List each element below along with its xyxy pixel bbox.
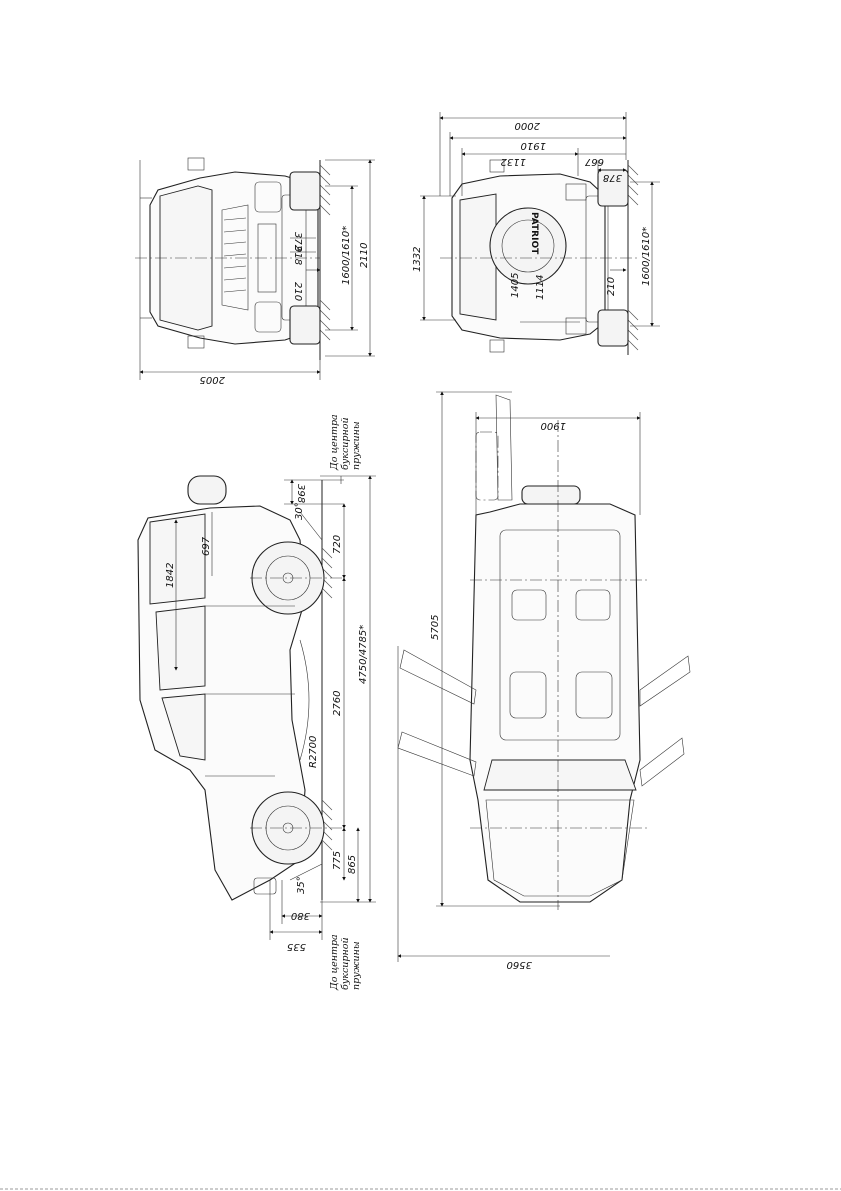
note-tow-spring-bottom: До центра буксирной пружины	[329, 934, 362, 991]
top-windshield	[484, 760, 636, 790]
dim-rear-1910: 1910	[521, 140, 546, 151]
dim-rear-2000: 2000	[515, 120, 540, 131]
dim-rear-track-1600: 1600/1610*	[641, 227, 652, 286]
rear-badge: PATRIOT	[529, 212, 539, 255]
dim-top-1900: 1900	[541, 420, 566, 431]
front-view: 2005 2110 1600/1610* 372 918 210	[135, 158, 375, 385]
top-spare-wheel	[522, 486, 580, 504]
front-tyre-right	[290, 306, 320, 344]
front-tyre-left	[290, 172, 320, 210]
top-door-front-open	[398, 732, 476, 776]
dim-rear-210: 210	[606, 277, 617, 296]
svg-text:буксирной: буксирной	[340, 417, 351, 470]
dim-side-697: 697	[201, 536, 212, 556]
dim-front-width-2005: 2005	[200, 374, 225, 385]
dim-top-3560: 3560	[507, 959, 532, 970]
rear-window	[460, 194, 496, 320]
dim-rear-667: 667	[584, 156, 604, 167]
top-view: 1900 5705 3560	[398, 392, 690, 970]
side-view: 398 30° 720 697 1842 4750/4785* 2760 R27…	[138, 414, 376, 991]
dim-side-398: 398	[295, 484, 306, 503]
dim-rear-1132: 1132	[501, 156, 526, 167]
side-window-rear	[150, 514, 205, 604]
svg-text:До центра: До центра	[329, 414, 340, 471]
dim-side-775: 775	[332, 851, 343, 870]
dim-rear-1405: 1405	[510, 273, 521, 298]
dim-side-length-4750: 4750/4785*	[358, 625, 369, 684]
top-door-right-rear-open	[640, 656, 690, 706]
dim-side-720: 720	[332, 535, 343, 554]
dim-front-track-1600: 1600/1610*	[341, 226, 352, 285]
dim-side-380: 380	[291, 910, 310, 921]
rear-mirror-right	[490, 340, 504, 352]
rear-view: PATRIOT 2000 1910 1132 667 378	[412, 112, 660, 355]
side-window-mid	[156, 606, 205, 690]
dim-rear-378: 378	[603, 172, 622, 183]
dim-side-r2700: R2700	[308, 736, 319, 768]
dim-front-918: 918	[292, 246, 303, 265]
svg-text:пружины: пружины	[351, 421, 362, 470]
note-tow-spring-top: До центра буксирной пружины	[329, 414, 362, 484]
dim-side-865: 865	[347, 855, 358, 874]
dim-rear-1114: 1114	[535, 275, 546, 300]
rear-spare-wheel	[490, 208, 566, 284]
top-door-right-front-open	[640, 738, 684, 786]
dim-side-35deg: 35°	[296, 876, 307, 894]
top-hatch-open	[476, 432, 498, 500]
top-door-rear-open	[400, 650, 476, 704]
dim-top-5705: 5705	[430, 615, 441, 640]
side-spare-wheel	[188, 476, 226, 504]
svg-text:буксирной: буксирной	[340, 937, 351, 990]
front-mirror-left	[188, 158, 204, 170]
svg-text:пружины: пружины	[351, 941, 362, 990]
dim-side-wheelbase-2760: 2760	[332, 691, 343, 716]
dim-side-535: 535	[287, 941, 306, 952]
top-body-outline	[470, 504, 640, 902]
dim-front-height-2110: 2110	[359, 243, 370, 268]
dim-front-210: 210	[292, 282, 303, 301]
dim-side-30deg: 30°	[294, 502, 305, 520]
svg-text:До центра: До центра	[329, 934, 340, 991]
rear-tyre-right	[598, 310, 628, 346]
dim-rear-1332: 1332	[412, 247, 423, 272]
dim-side-1842: 1842	[165, 563, 176, 588]
